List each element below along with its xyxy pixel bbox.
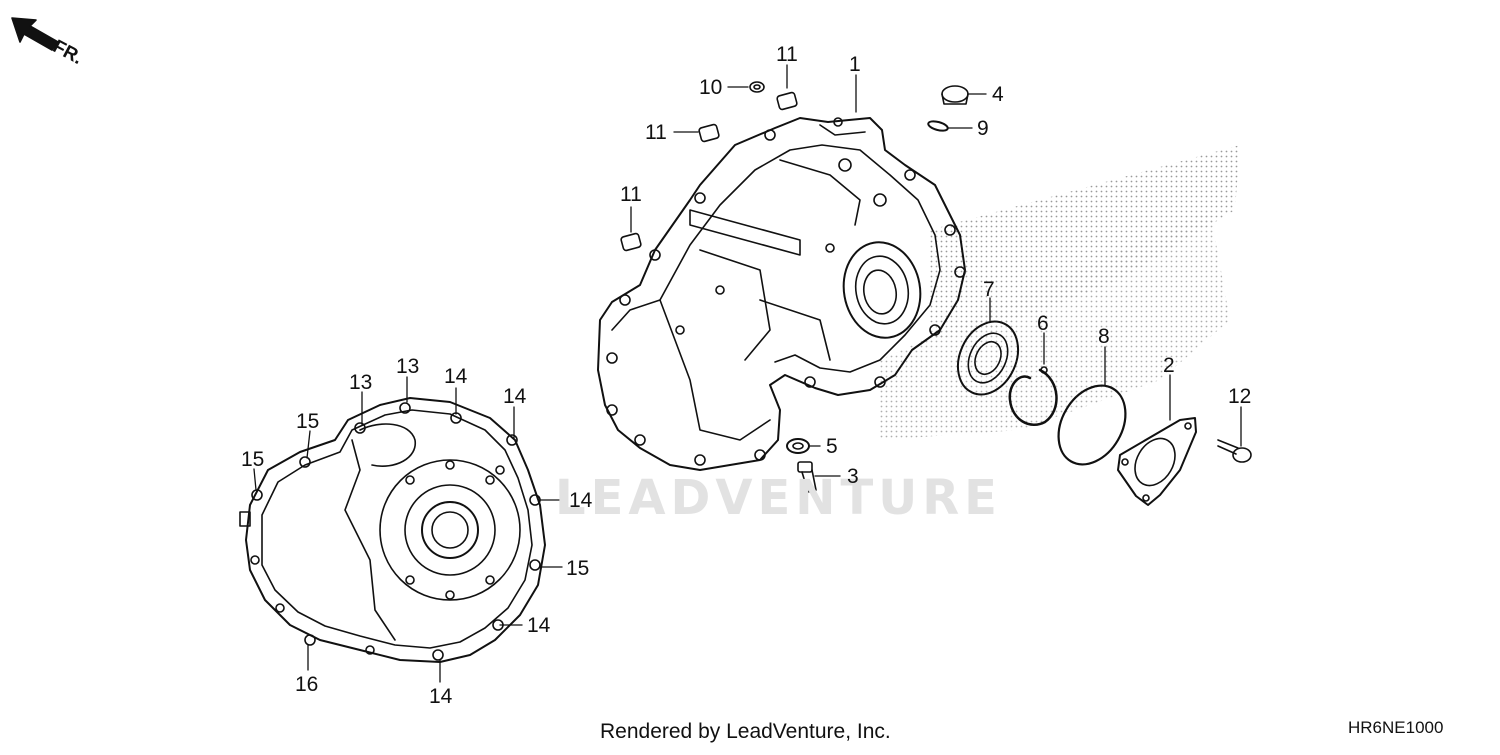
callout-label: 15 (296, 410, 320, 433)
callout-label: 14 (569, 489, 593, 512)
callout-label: 14 (444, 365, 468, 388)
front-direction-arrow-icon (11, 17, 59, 51)
callout-label: 5 (826, 435, 838, 458)
callout-leader-lines (253, 64, 1242, 683)
callout-label: 2 (1163, 354, 1175, 377)
flange-bolt (1217, 439, 1252, 463)
callout-label: 11 (776, 43, 798, 66)
watermark: LEADVENTURE (555, 470, 1002, 526)
callout-label: 13 (349, 371, 373, 394)
circlip (1008, 366, 1058, 426)
callout-label: 15 (241, 448, 265, 471)
callout-label: 13 (396, 355, 420, 378)
filler-plug (941, 85, 969, 105)
callout-label: 3 (847, 465, 859, 488)
washer (786, 438, 810, 454)
callout-label: 14 (503, 385, 527, 408)
bearing (956, 320, 1020, 396)
dotted-background-pattern (880, 145, 1240, 440)
callout-label: 11 (620, 183, 642, 206)
washer (749, 81, 765, 93)
callout-label: 7 (983, 278, 995, 301)
callout-label: 4 (992, 83, 1004, 106)
callout-label: 9 (977, 117, 989, 140)
callout-label: 10 (699, 76, 723, 99)
callout-label: 15 (566, 557, 590, 580)
diagram-code: HR6NE1000 (1348, 718, 1444, 737)
callout-label: 8 (1098, 325, 1110, 348)
callout-label: 14 (527, 614, 551, 637)
o-ring (1057, 384, 1127, 466)
cover-plate (1117, 417, 1197, 506)
footer-credit: Rendered by LeadVenture, Inc. (600, 720, 891, 743)
callout-label: 14 (429, 685, 453, 708)
callout-label: 12 (1228, 385, 1252, 408)
callout-label: 11 (645, 121, 667, 144)
dowel-pin (698, 123, 720, 143)
callout-label: 1 (849, 53, 861, 76)
dowel-pin (620, 232, 642, 252)
callout-label: 16 (295, 673, 319, 696)
drain-bolt (797, 461, 817, 493)
o-ring (927, 120, 949, 132)
cover-bolt-holes (250, 402, 541, 661)
transmission-cover (239, 397, 546, 663)
dowel-pin (776, 91, 798, 111)
transmission-case (597, 117, 966, 471)
callout-label: 6 (1037, 312, 1049, 335)
